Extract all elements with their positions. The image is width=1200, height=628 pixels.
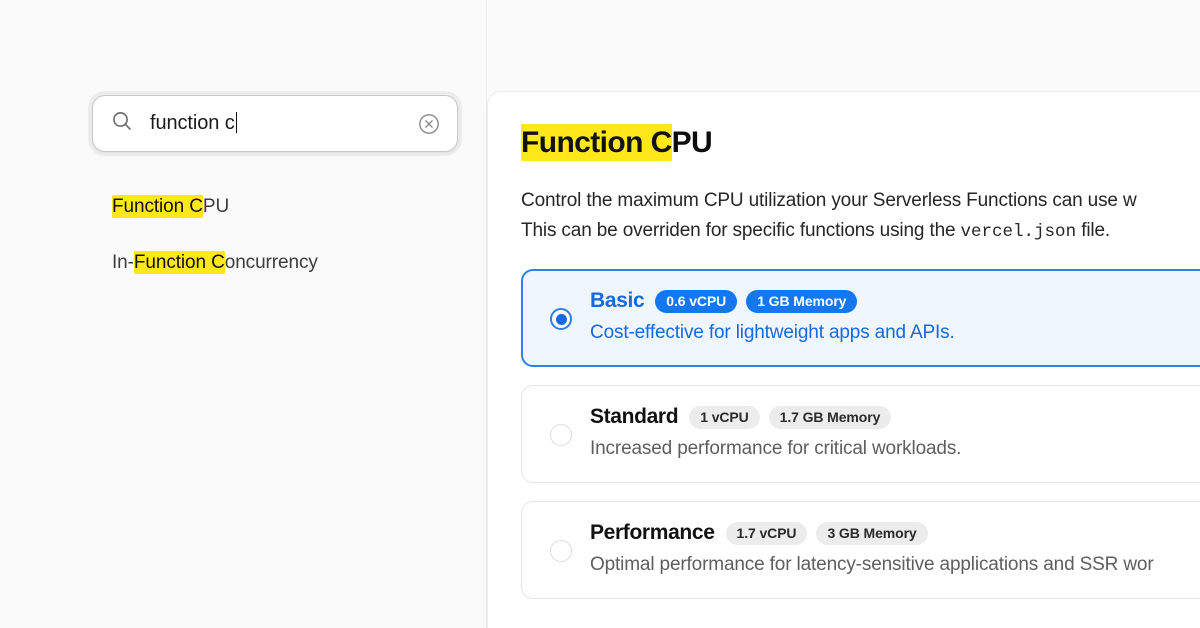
option-standard[interactable]: Standard 1 vCPU 1.7 GB Memory Increased …	[521, 385, 1200, 483]
radio-standard[interactable]	[550, 424, 572, 446]
option-basic-badge-cpu: 0.6 vCPU	[655, 289, 738, 313]
result-rest: PU	[202, 196, 230, 217]
search-pane: function c Function CPU In-Function Conc…	[0, 0, 487, 628]
option-standard-badge-memory: 1.7 GB Memory	[768, 405, 892, 429]
search-input[interactable]: function c	[150, 112, 416, 135]
radio-performance[interactable]	[550, 540, 572, 562]
option-basic-badge-memory: 1 GB Memory	[746, 289, 858, 313]
option-performance-badge-memory: 3 GB Memory	[816, 521, 928, 545]
option-basic[interactable]: Basic 0.6 vCPU 1 GB Memory Cost-effectiv…	[521, 269, 1200, 367]
description-line-2-before: This can be overriden for specific funct…	[521, 220, 961, 241]
text-caret	[235, 112, 238, 133]
description-line-2-after: file.	[1076, 220, 1111, 241]
option-standard-badge-cpu: 1 vCPU	[689, 405, 760, 429]
search-result-item[interactable]: Function CPU	[92, 186, 472, 228]
search-results-list: Function CPU In-Function Concurrency	[92, 186, 472, 284]
detail-panel: Function CPU Control the maximum CPU uti…	[487, 91, 1200, 628]
option-performance-name: Performance	[590, 521, 715, 544]
option-standard-description: Increased performance for critical workl…	[590, 438, 962, 459]
page-title: Function CPU	[521, 124, 1200, 161]
option-performance[interactable]: Performance 1.7 vCPU 3 GB Memory Optimal…	[521, 501, 1200, 599]
clear-circle-x-icon[interactable]	[416, 111, 442, 137]
option-performance-description: Optimal performance for latency-sensitiv…	[590, 554, 1154, 575]
search-box[interactable]: function c	[92, 95, 458, 152]
cpu-option-group: Basic 0.6 vCPU 1 GB Memory Cost-effectiv…	[521, 269, 1200, 599]
option-basic-name: Basic	[590, 289, 645, 312]
title-highlight: Function C	[521, 124, 672, 161]
vercel-json-code: vercel.json	[960, 222, 1077, 242]
search-icon	[110, 109, 134, 138]
option-standard-name: Standard	[590, 405, 679, 428]
result-rest: oncurrency	[224, 252, 318, 273]
description-line-1: Control the maximum CPU utilization your…	[521, 190, 1137, 211]
result-prefix: In-	[112, 252, 134, 273]
search-box-border	[92, 95, 458, 152]
result-highlight: Function C	[112, 195, 203, 218]
search-result-item[interactable]: In-Function Concurrency	[92, 242, 472, 284]
panel-description: Control the maximum CPU utilization your…	[521, 186, 1200, 247]
title-rest: PU	[671, 126, 713, 159]
option-basic-description: Cost-effective for lightweight apps and …	[590, 322, 955, 343]
option-performance-badge-cpu: 1.7 vCPU	[725, 521, 808, 545]
result-highlight: Function C	[133, 251, 225, 274]
radio-basic[interactable]	[550, 308, 572, 330]
search-input-value: function c	[150, 112, 235, 134]
